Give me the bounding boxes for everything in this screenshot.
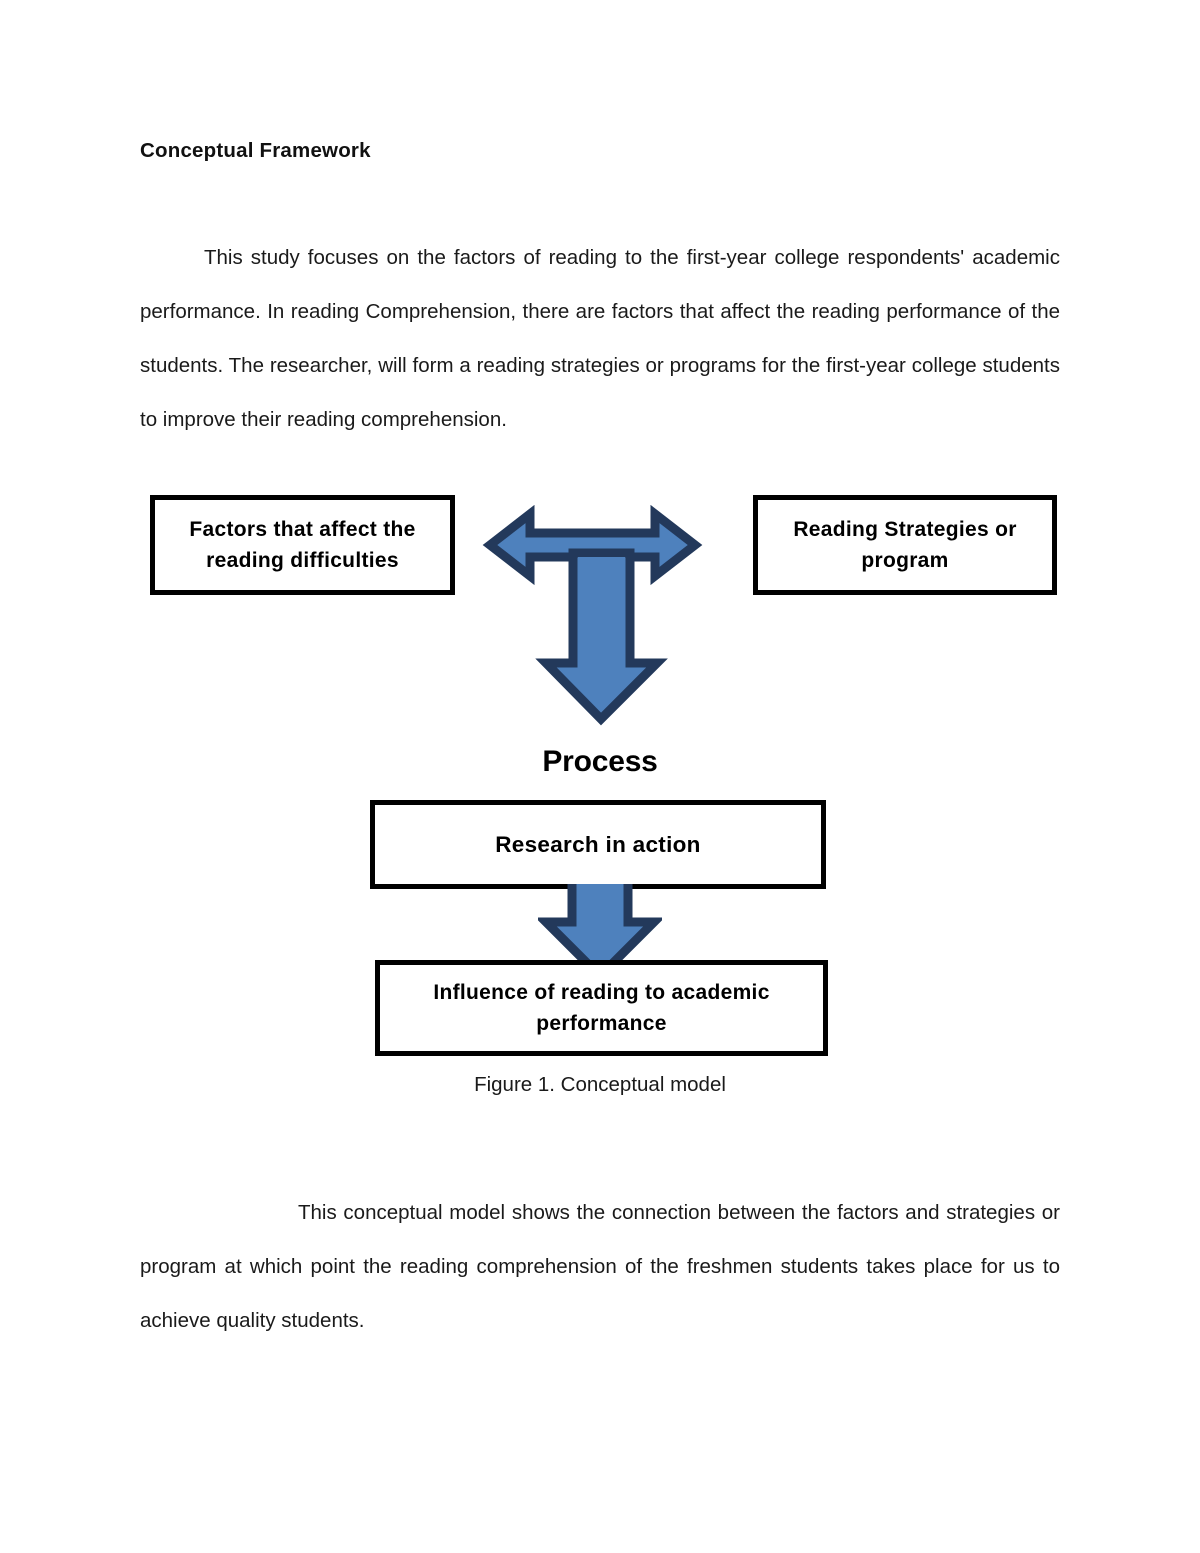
box-research-in-action: Research in action: [370, 800, 826, 889]
box-influence-line1: Influence of reading to academic: [433, 981, 770, 1004]
box-influence-of-reading-to-academic-performance: Influence of reading to academic performa…: [375, 960, 828, 1056]
down-arrow-shape: [535, 548, 668, 726]
closing-paragraph-text: This conceptual model shows the connecti…: [140, 1200, 1060, 1332]
intro-paragraph-text: This study focuses on the factors of rea…: [140, 245, 1060, 431]
box-strategies-line2: program: [861, 549, 949, 572]
box-influence-line2: performance: [536, 1012, 667, 1035]
box-strategies-label: Reading Strategies or program: [783, 514, 1026, 576]
down-arrow-icon: [538, 884, 662, 964]
intro-paragraph: This study focuses on the factors of rea…: [140, 231, 1060, 447]
closing-paragraph: This conceptual model shows the connecti…: [140, 1186, 1060, 1348]
box-factors-label: Factors that affect the reading difficult…: [179, 514, 425, 576]
box-reading-strategies-or-program: Reading Strategies or program: [753, 495, 1057, 595]
small-down-arrow-container: [538, 884, 662, 964]
bidirectional-horizontal-and-down-arrow-icon: [482, 505, 703, 726]
figure-caption: Figure 1. Conceptual model: [474, 1073, 726, 1096]
box-factors-line2: reading difficulties: [206, 549, 399, 572]
section-heading: Conceptual Framework: [140, 139, 371, 162]
box-research-label: Research in action: [495, 832, 701, 857]
box-strategies-line1: Reading Strategies or: [793, 518, 1017, 541]
arrow-junction-fill: [578, 557, 625, 563]
horizontal-arrow-shape: [482, 505, 703, 586]
process-label: Process: [542, 745, 658, 778]
box-influence-label: Influence of reading to academic performa…: [423, 977, 779, 1039]
box-factors-that-affect-reading-difficulties: Factors that affect the reading difficult…: [150, 495, 455, 595]
box-factors-line1: Factors that affect the: [189, 518, 416, 541]
